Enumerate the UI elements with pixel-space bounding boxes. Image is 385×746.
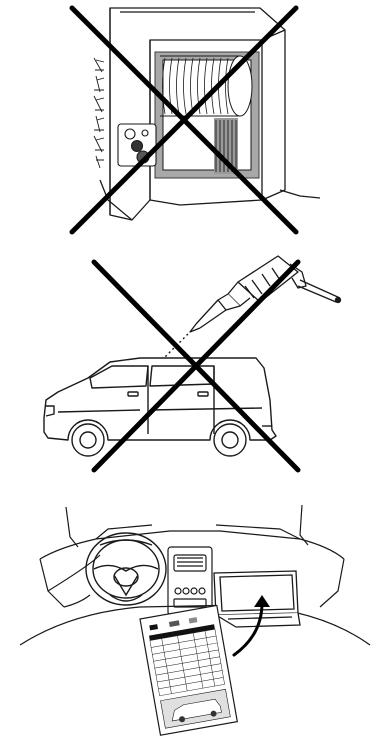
van-outline xyxy=(44,358,276,456)
van-icon xyxy=(0,480,1,481)
center-console xyxy=(168,547,212,615)
maintenance-booklet xyxy=(140,605,237,735)
glovebox xyxy=(214,571,300,627)
wash-brush xyxy=(155,52,259,178)
maintenance-booklet-panel xyxy=(0,495,385,745)
car-wash-prohibited-icon xyxy=(0,0,385,240)
no-drilling-panel xyxy=(0,250,385,480)
no-car-wash-panel xyxy=(0,0,385,240)
steering-wheel xyxy=(86,533,166,605)
glovebox-booklet-icon xyxy=(0,495,385,745)
car-wash-icon xyxy=(0,240,1,241)
drill-prohibited-icon xyxy=(0,250,385,480)
side-bristles xyxy=(94,58,104,168)
control-panel xyxy=(118,124,156,166)
